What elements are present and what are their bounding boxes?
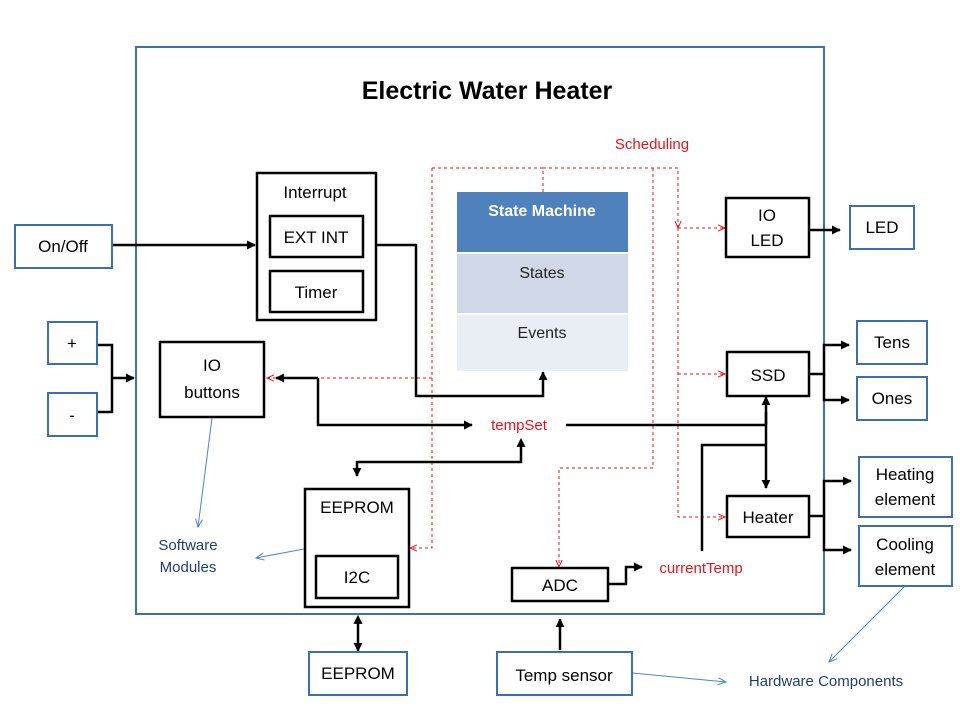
on-off-label: On/Off <box>38 237 88 256</box>
io-buttons-module: IO buttons <box>158 340 266 419</box>
hardware-tens: Tens <box>856 320 928 365</box>
eeprom-module-title: EEPROM <box>320 498 394 517</box>
timer-block <box>268 269 365 314</box>
i2c-label: I2C <box>344 568 370 587</box>
timer-label: Timer <box>295 283 338 302</box>
heater-module: Heater <box>725 494 811 539</box>
adc-module: ADC <box>510 566 610 603</box>
sched-to-heater <box>677 228 725 517</box>
heater-to-cooling-wire <box>822 516 852 555</box>
io-buttons-label-line1: IO <box>203 356 221 375</box>
state-machine-events-row <box>457 315 628 371</box>
hardware-components-pointer-sensor <box>632 672 726 682</box>
hardware-plus-button: + <box>47 321 98 365</box>
cooling-element-label-line1: Cooling <box>876 535 934 554</box>
minus-label: - <box>69 406 75 425</box>
hardware-cooling-element: Cooling element <box>858 525 953 587</box>
diagram-title: Electric Water Heater <box>362 77 613 105</box>
state-machine-events-label: Events <box>518 325 567 342</box>
io-led-label-line1: IO <box>758 206 776 225</box>
scheduling-links <box>267 167 725 567</box>
state-machine-title: State Machine <box>488 203 596 220</box>
ssd-to-ones-wire <box>822 374 850 405</box>
state-machine-states-label: States <box>519 265 564 282</box>
hardware-ones: Ones <box>856 376 928 421</box>
ext-int-block <box>268 214 365 259</box>
hardware-led: LED <box>849 205 915 250</box>
hardware-heating-element: Heating element <box>858 456 953 518</box>
software-modules-pointer-eeprom <box>256 548 305 558</box>
software-modules-pointer-io <box>198 417 213 527</box>
ssd-module: SSD <box>725 350 811 398</box>
temp-sensor-label: Temp sensor <box>515 666 613 685</box>
adc-to-currenttemp-wire <box>609 562 643 586</box>
eeprom-hw-label: EEPROM <box>321 664 395 683</box>
led-label: LED <box>865 218 898 237</box>
ones-label: Ones <box>872 389 913 408</box>
heater-to-heating-wire <box>810 476 852 518</box>
interrupt-module: Interrupt EXT INT Timer <box>255 171 378 322</box>
io-to-tempset-wire <box>316 378 473 430</box>
software-modules-label-line1: Software <box>158 537 217 554</box>
hardware-components-label: Hardware Components <box>749 673 903 690</box>
state-machine-header <box>457 192 628 252</box>
sched-to-io-led <box>543 167 678 228</box>
state-machine-states-row <box>457 254 628 313</box>
heating-element-label-line2: element <box>875 490 936 509</box>
scheduling-label: Scheduling <box>615 136 689 153</box>
hardware-on-off: On/Off <box>14 224 113 269</box>
sched-to-eeprom <box>410 378 433 548</box>
io-led-module: IO LED <box>724 196 811 259</box>
i2c-block <box>314 554 400 600</box>
heater-label: Heater <box>742 508 793 527</box>
state-machine: State Machine States Events <box>457 192 628 371</box>
hardware-temp-sensor: Temp sensor <box>496 651 633 696</box>
hardware-eeprom: EEPROM <box>308 651 408 696</box>
io-led-label-line2: LED <box>750 231 783 250</box>
tempset-eeprom-wire <box>352 437 526 477</box>
extint-to-state-machine-wire <box>363 243 548 398</box>
eeprom-module: EEPROM I2C <box>303 487 411 609</box>
plus-label: + <box>67 334 77 353</box>
io-buttons-label-line2: buttons <box>184 383 240 402</box>
adc-label: ADC <box>542 576 578 595</box>
tens-label: Tens <box>874 333 910 352</box>
ext-int-label: EXT INT <box>284 228 349 247</box>
ssd-label: SSD <box>751 366 786 385</box>
tempset-variable: tempSet <box>491 417 548 434</box>
ssd-to-tens-wire <box>810 340 850 376</box>
currenttemp-variable: currentTemp <box>659 560 742 577</box>
cooling-element-label-line2: element <box>875 560 936 579</box>
software-modules-label-line2: Modules <box>160 559 217 576</box>
hardware-components-pointer-cooling <box>829 585 906 662</box>
hardware-minus-button: - <box>47 392 98 437</box>
signal-wires <box>97 225 852 652</box>
sched-to-adc <box>559 168 654 567</box>
interrupt-title: Interrupt <box>283 183 347 202</box>
heating-element-label-line1: Heating <box>876 465 935 484</box>
